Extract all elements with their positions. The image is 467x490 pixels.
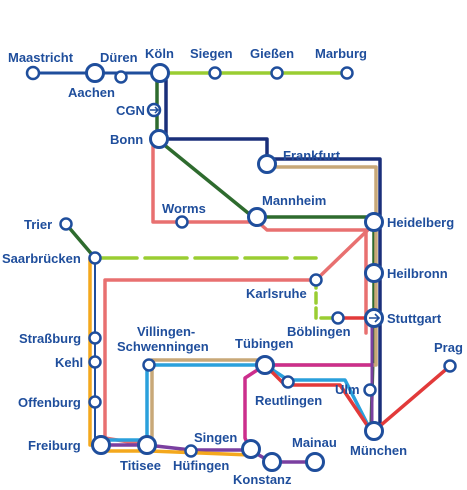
station-huefingen[interactable] xyxy=(184,444,198,458)
route-villingen-tan xyxy=(150,358,267,442)
station-boeblingen[interactable] xyxy=(331,311,345,325)
stations xyxy=(25,63,457,472)
label-karlsruhe: Karlsruhe xyxy=(246,286,307,301)
station-heilbronn[interactable] xyxy=(364,263,384,283)
station-trier[interactable] xyxy=(59,217,73,231)
station-singen[interactable] xyxy=(241,439,261,459)
label-muenchen: München xyxy=(350,443,407,458)
label-heidelberg: Heidelberg xyxy=(387,215,454,230)
station-worms[interactable] xyxy=(175,215,189,229)
station-strassburg[interactable] xyxy=(88,331,102,345)
label-kehl: Kehl xyxy=(55,355,83,370)
label-mannheim: Mannheim xyxy=(262,193,326,208)
station-koeln[interactable] xyxy=(150,63,170,83)
label-ulm: Ulm xyxy=(335,382,360,397)
route-koeln-mannheim-green xyxy=(155,71,376,433)
station-mannheim[interactable] xyxy=(247,207,267,227)
label-offenburg: Offenburg xyxy=(18,395,81,410)
label-aachen: Aachen xyxy=(68,85,115,100)
station-kehl[interactable] xyxy=(88,355,102,369)
label-freiburg: Freiburg xyxy=(28,438,81,453)
label-titisee: Titisee xyxy=(120,458,161,473)
station-tuebingen[interactable] xyxy=(255,355,275,375)
label-strassburg: Straßburg xyxy=(19,331,81,346)
label-maastricht: Maastricht xyxy=(8,50,74,65)
label-cgn: CGN xyxy=(116,103,145,118)
station-dueren[interactable] xyxy=(85,63,105,83)
station-villingen-schwenningen[interactable] xyxy=(142,358,156,372)
station-giessen[interactable] xyxy=(270,66,284,80)
label-tuebingen: Tübingen xyxy=(235,336,294,351)
label-villingen-2: Schwenningen xyxy=(117,339,209,354)
route-trier-saarbruecken xyxy=(64,222,97,260)
station-heidelberg[interactable] xyxy=(364,212,384,232)
station-saarbruecken[interactable] xyxy=(88,251,102,265)
station-titisee[interactable] xyxy=(137,435,157,455)
route-muenchen-prag-red xyxy=(372,364,452,433)
label-prag: Prag xyxy=(434,340,463,355)
label-huefingen: Hüfingen xyxy=(173,458,229,473)
airport-icon xyxy=(369,313,381,323)
label-boeblingen: Böblingen xyxy=(287,324,351,339)
label-stuttgart: Stuttgart xyxy=(387,311,442,326)
label-worms: Worms xyxy=(162,201,206,216)
label-konstanz: Konstanz xyxy=(233,472,292,487)
station-marburg[interactable] xyxy=(340,66,354,80)
station-bonn[interactable] xyxy=(149,129,169,149)
route-bonn-worms-salmon xyxy=(151,137,368,335)
route-reutlingen-muenchen-red xyxy=(263,363,373,433)
label-saarbruecken: Saarbrücken xyxy=(2,251,81,266)
label-siegen: Siegen xyxy=(190,46,233,61)
station-offenburg[interactable] xyxy=(88,395,102,409)
label-villingen-1: Villingen- xyxy=(137,324,195,339)
label-giessen: Gießen xyxy=(250,46,294,61)
route-villingen-tuebingen-sky xyxy=(145,363,373,447)
airport-icon xyxy=(150,106,160,114)
label-dueren: Düren xyxy=(100,50,138,65)
station-aachen[interactable] xyxy=(114,70,128,84)
label-frankfurt: Frankfurt xyxy=(283,148,341,163)
station-mainau[interactable] xyxy=(305,452,325,472)
station-prag[interactable] xyxy=(443,359,457,373)
label-reutlingen: Reutlingen xyxy=(255,393,322,408)
label-trier: Trier xyxy=(24,217,52,232)
station-labels: Maastricht Düren Aachen Köln Siegen Gieß… xyxy=(2,46,463,487)
label-singen: Singen xyxy=(194,430,237,445)
station-muenchen[interactable] xyxy=(364,421,384,441)
station-karlsruhe[interactable] xyxy=(309,273,323,287)
label-koeln: Köln xyxy=(145,46,174,61)
station-reutlingen[interactable] xyxy=(281,375,295,389)
label-mainau: Mainau xyxy=(292,435,337,450)
route-karlsruhe-boeblingen-dashed xyxy=(314,276,340,320)
station-maastricht[interactable] xyxy=(25,65,41,81)
label-marburg: Marburg xyxy=(315,46,367,61)
station-siegen[interactable] xyxy=(208,66,222,80)
station-ulm[interactable] xyxy=(363,383,377,397)
station-frankfurt[interactable] xyxy=(257,154,277,174)
station-freiburg[interactable] xyxy=(91,435,111,455)
station-konstanz[interactable] xyxy=(262,452,282,472)
label-bonn: Bonn xyxy=(110,132,143,147)
label-heilbronn: Heilbronn xyxy=(387,266,448,281)
